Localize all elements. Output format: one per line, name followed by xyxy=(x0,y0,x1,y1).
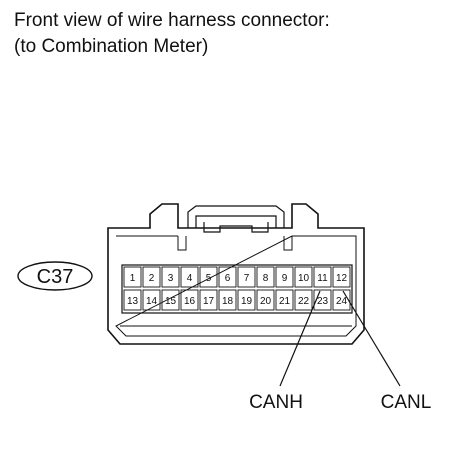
pin-cell xyxy=(218,266,237,288)
canh-label: CANH xyxy=(249,392,303,413)
pin-number: 20 xyxy=(260,296,272,307)
pin-number: 12 xyxy=(336,273,348,284)
pin-number: 1 xyxy=(130,273,136,284)
pin-number: 23 xyxy=(317,296,329,307)
pin-cell xyxy=(313,266,332,288)
pin-cell xyxy=(294,289,313,311)
caption-line-1: Front view of wire harness connector: xyxy=(14,10,330,31)
pin-grid-frame xyxy=(121,264,353,314)
pin-cell xyxy=(142,289,161,311)
pin-number: 2 xyxy=(149,273,155,284)
pin-cell xyxy=(332,266,351,288)
pin-cell xyxy=(275,266,294,288)
pin-cell xyxy=(256,266,275,288)
pin-cell xyxy=(332,289,351,311)
pin-cell xyxy=(142,266,161,288)
connector-tag: C37 xyxy=(37,266,74,288)
pin-cell xyxy=(237,266,256,288)
pin-number: 3 xyxy=(168,273,174,284)
pin-cell xyxy=(180,289,199,311)
pin-number: 19 xyxy=(241,296,253,307)
pin-number: 10 xyxy=(298,273,310,284)
connector-latch xyxy=(187,205,285,233)
pin-number: 5 xyxy=(206,273,212,284)
pin-cell xyxy=(161,289,180,311)
pin-cell xyxy=(180,266,199,288)
pin-number: 8 xyxy=(263,273,269,284)
pin-number: 13 xyxy=(127,296,139,307)
pin-cell xyxy=(161,266,180,288)
caption-line-2: (to Combination Meter) xyxy=(14,36,209,57)
pin-cell xyxy=(199,266,218,288)
pin-number: 18 xyxy=(222,296,234,307)
connector-tag-oval xyxy=(17,261,93,291)
pin-cell xyxy=(123,266,142,288)
pin-number: 7 xyxy=(244,273,250,284)
canl-leader xyxy=(342,290,401,387)
pin-number: 6 xyxy=(225,273,231,284)
pin-number: 24 xyxy=(336,296,348,307)
pin-cell xyxy=(123,289,142,311)
pin-number: 14 xyxy=(146,296,158,307)
pin-number: 11 xyxy=(317,273,328,284)
canh-leader xyxy=(279,290,321,387)
pin-number: 21 xyxy=(279,296,291,307)
canl-label: CANL xyxy=(381,392,432,413)
pin-number: 16 xyxy=(184,296,196,307)
pin-number: 17 xyxy=(203,296,215,307)
connector-housing xyxy=(107,203,365,345)
pin-cell xyxy=(256,289,275,311)
pin-cell xyxy=(275,289,294,311)
pin-number: 15 xyxy=(165,296,177,307)
pin-cell xyxy=(199,289,218,311)
pin-number: 9 xyxy=(282,273,288,284)
pin-number: 22 xyxy=(298,296,310,307)
pin-cell xyxy=(294,266,313,288)
pin-cell xyxy=(313,289,332,311)
pin-number: 4 xyxy=(187,273,193,284)
connector-notches xyxy=(177,236,293,251)
pin-cell xyxy=(218,289,237,311)
pin-cell xyxy=(237,289,256,311)
connector-inner-outline xyxy=(115,235,357,337)
